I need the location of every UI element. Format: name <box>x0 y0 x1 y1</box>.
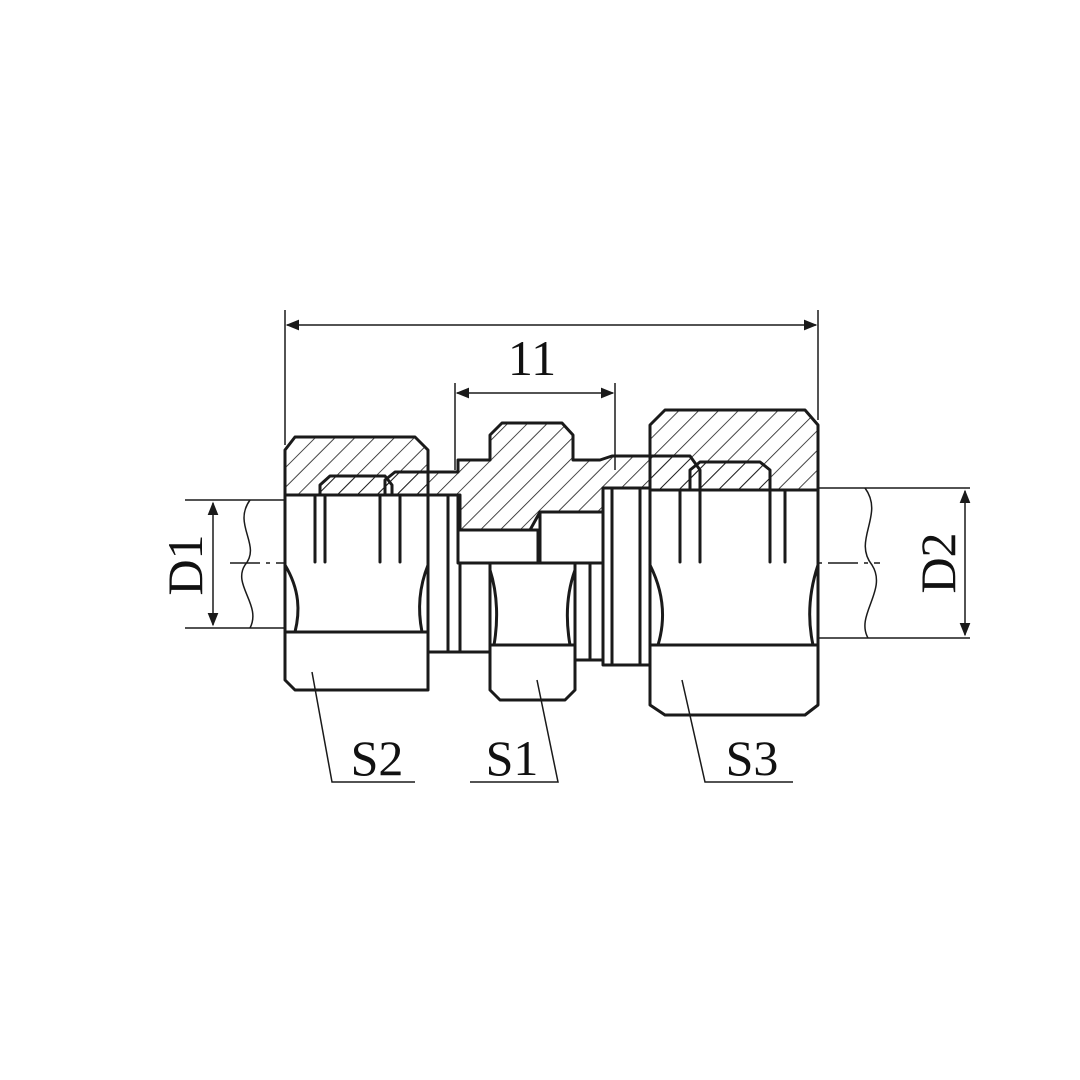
d2-label: D2 <box>910 532 966 593</box>
hex-dimension: 11 <box>454 330 616 470</box>
s3-callout: S3 <box>681 679 793 786</box>
s1-label: S1 <box>486 730 539 786</box>
right-nut <box>648 408 820 717</box>
dimension-label-11: 11 <box>508 330 556 386</box>
s1-callout: S1 <box>470 679 559 786</box>
s2-label: S2 <box>351 730 404 786</box>
right-tube: D2 <box>818 487 971 639</box>
s3-label: S3 <box>726 730 779 786</box>
left-tube: D1 <box>157 499 285 629</box>
left-stub <box>426 493 462 654</box>
s2-callout: S2 <box>311 671 415 786</box>
overall-dimension <box>284 310 819 445</box>
d1-label: D1 <box>157 534 213 595</box>
right-stub <box>601 486 652 667</box>
center-body <box>383 421 702 702</box>
